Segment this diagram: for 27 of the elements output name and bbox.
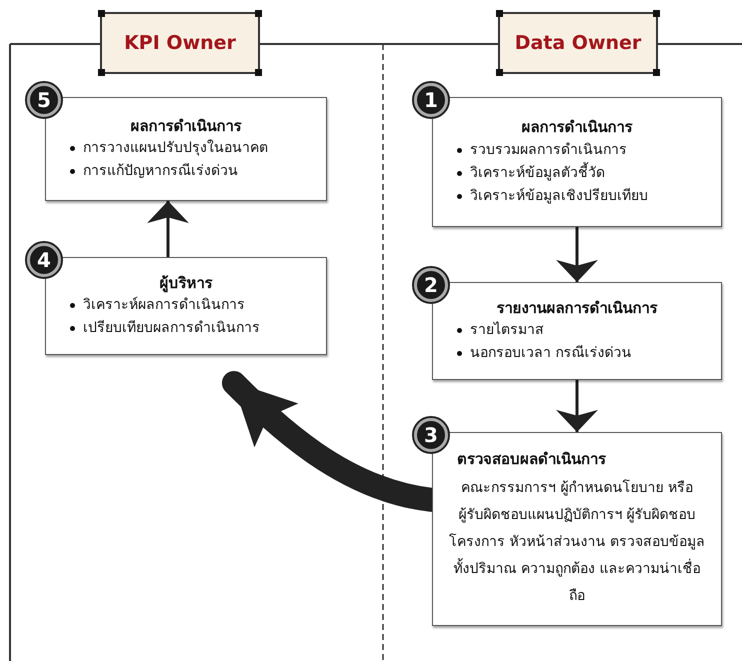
- step-heading: ผลการดำเนินการ: [520, 117, 634, 138]
- bullet-item: วิเคราะห์ผลการดำเนินการ: [83, 296, 245, 316]
- arrow: [556, 226, 598, 284]
- number-badge: 4: [27, 243, 61, 277]
- bullet-item: นอกรอบเวลา กรณีเร่งด่วน: [470, 344, 632, 364]
- lane-header: [498, 12, 658, 74]
- number-badge: 5: [27, 83, 61, 117]
- arrow: [556, 378, 598, 434]
- number-badge: 1: [414, 83, 448, 117]
- step-heading: ผู้บริหาร: [158, 272, 214, 294]
- lane-header: [100, 12, 260, 74]
- bullet-item: เปรียบเทียบผลการดำเนินการ: [83, 319, 260, 338]
- step-heading: ผลการดำเนินการ: [130, 116, 242, 137]
- bullet-item: รวบรวมผลการดำเนินการ: [470, 140, 627, 160]
- bullet-item: รายไตรมาส: [470, 320, 544, 340]
- lane-title: Data Owner: [514, 30, 642, 56]
- bullet-item: วิเคราะห์ข้อมูลตัวชี้วัด: [470, 162, 605, 185]
- step-heading: ตรวจสอบผลดำเนินการ: [456, 449, 607, 470]
- number-badge: 3: [414, 418, 448, 452]
- number-badge: 2: [414, 268, 448, 302]
- lane-title: KPI Owner: [124, 30, 236, 56]
- arrow: [147, 200, 189, 258]
- bullet-item: การวางแผนปรับปรุงในอนาคต: [83, 138, 268, 158]
- bullet-item: การแก้ปัญหากรณีเร่งด่วน: [83, 162, 238, 182]
- step-description: คณะกรรมการฯ ผู้กำหนดนโยบาย หรือผู้รับผิดชอบแผนปฏิบัติการฯ ผู้รับผิดชอบโครงการ หัวหน้าส่วนงาน ตรวจสอบข้อมูลทั้งปริมาณ ความถูกต้อง และความน่าเชื่อถือ: [449, 478, 705, 606]
- bullet-item: วิเคราะห์ข้อมูลเชิงปรียบเทียบ: [470, 186, 648, 206]
- step-heading: รายงานผลการดำเนินการ: [496, 298, 658, 319]
